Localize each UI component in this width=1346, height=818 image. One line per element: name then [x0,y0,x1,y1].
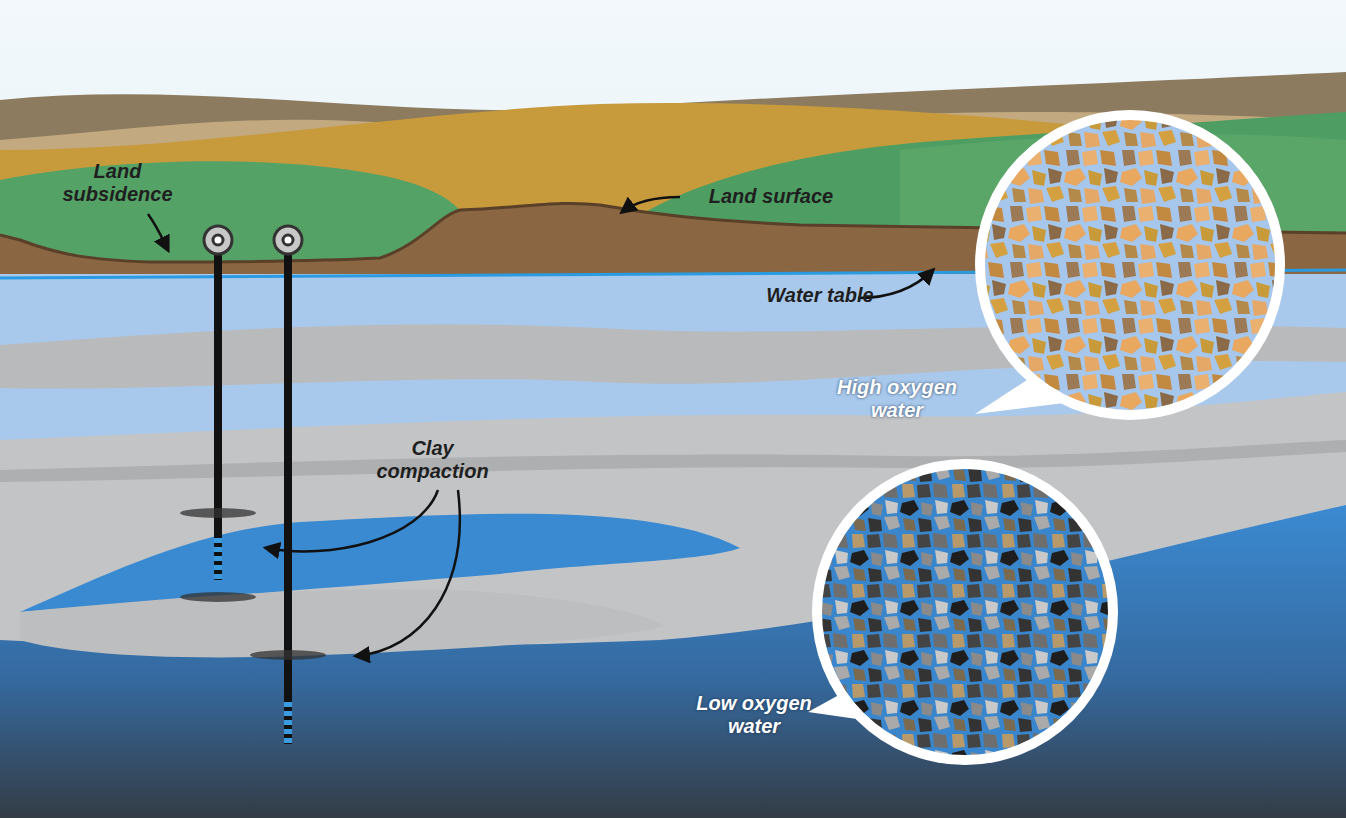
clay-compaction-label: Clay compaction [365,437,500,483]
high-oxygen-label: High oxygen water [822,376,972,422]
subsidence-label: Land subsidence [55,160,180,206]
water-table-label: Water table [745,284,895,307]
surface-label: Land surface [686,185,856,208]
low-oxygen-label: Low oxygen water [695,692,813,738]
